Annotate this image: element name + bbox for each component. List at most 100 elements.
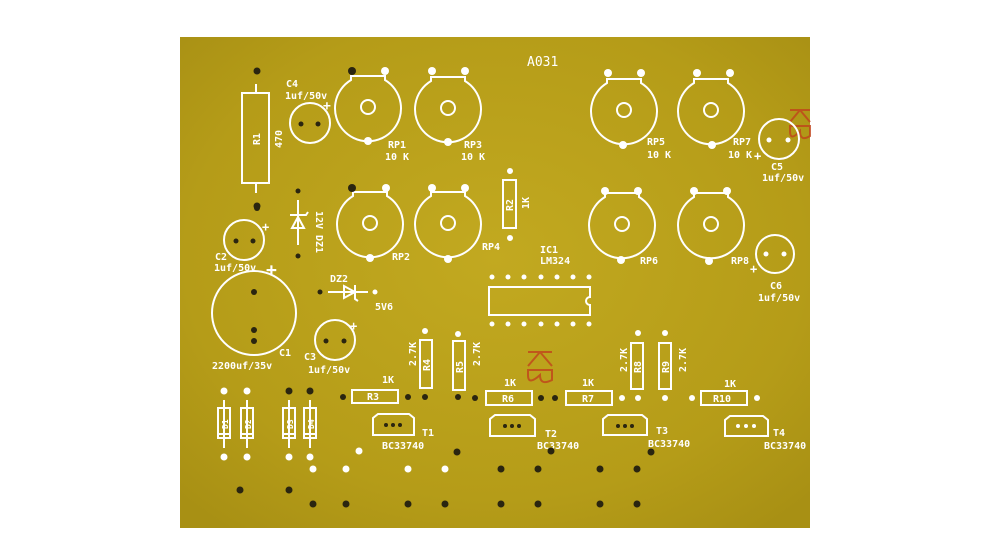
- dz2-zener: DZ2 5V6: [317, 274, 393, 313]
- svg-text:R8: R8: [633, 361, 644, 373]
- svg-text:BC33740: BC33740: [382, 441, 424, 452]
- r5-resistor: R5 2.7K: [452, 331, 483, 400]
- svg-text:T3: T3: [656, 426, 668, 437]
- t3-transistor: T3 BC33740: [602, 414, 690, 450]
- t1-transistor: T1 BC33740: [372, 413, 434, 452]
- svg-text:BC33740: BC33740: [764, 441, 806, 452]
- d1-diode: D1: [217, 387, 231, 461]
- c1-polarity-plus: +: [266, 260, 277, 281]
- svg-text:2200uf/35v: 2200uf/35v: [212, 361, 272, 372]
- svg-text:IC1: IC1: [540, 245, 558, 256]
- d2-diode: D2: [240, 387, 254, 461]
- c2-capacitor: + C2 1uf/50v: [214, 205, 269, 274]
- svg-text:1K: 1K: [521, 197, 532, 209]
- svg-text:1uf/50v: 1uf/50v: [214, 263, 256, 274]
- svg-text:D4: D4: [307, 419, 316, 429]
- svg-text:2.7K: 2.7K: [619, 348, 630, 372]
- svg-text:T2: T2: [545, 429, 557, 440]
- svg-text:C2: C2: [215, 252, 227, 263]
- svg-text:RP4: RP4: [482, 242, 500, 253]
- svg-text:R4: R4: [422, 359, 433, 371]
- svg-text:R3: R3: [367, 392, 379, 403]
- svg-text:1K: 1K: [382, 375, 394, 386]
- svg-text:R2: R2: [505, 199, 516, 211]
- svg-text:DZ1: DZ1: [313, 235, 324, 253]
- svg-text:R7: R7: [582, 394, 594, 405]
- svg-text:2.7K: 2.7K: [678, 348, 689, 372]
- svg-text:DZ2: DZ2: [330, 274, 348, 285]
- svg-text:1K: 1K: [582, 378, 594, 389]
- svg-text:2.7K: 2.7K: [472, 342, 483, 366]
- t4-transistor: T4 BC33740: [724, 415, 806, 452]
- r4-resistor: R4 2.7K: [408, 328, 433, 400]
- rp1-potentiometer: RP1 10 K: [334, 67, 409, 163]
- d4-diode: D4: [303, 387, 317, 461]
- r7-resistor: R7 1K: [552, 378, 625, 406]
- svg-text:1uf/50v: 1uf/50v: [308, 365, 350, 376]
- c3-capacitor: + C3 1uf/50v: [304, 319, 357, 376]
- svg-text:10 K: 10 K: [461, 152, 485, 163]
- pcb-board: [180, 37, 810, 528]
- svg-text:C6: C6: [770, 281, 782, 292]
- svg-text:+: +: [754, 149, 761, 163]
- svg-text:+: +: [323, 99, 331, 114]
- svg-text:1uf/50v: 1uf/50v: [762, 173, 804, 184]
- svg-text:D1: D1: [221, 419, 230, 429]
- svg-text:R6: R6: [502, 394, 514, 405]
- rp5-potentiometer: RP5 10 K: [590, 69, 671, 161]
- svg-text:1uf/50v: 1uf/50v: [758, 293, 800, 304]
- c6-capacitor: + C6 1uf/50v: [750, 234, 800, 304]
- svg-text:470: 470: [274, 130, 285, 148]
- c1-capacitor: C1 2200uf/35v: [211, 270, 297, 372]
- svg-text:RP7: RP7: [733, 137, 751, 148]
- svg-text:+: +: [262, 220, 269, 234]
- r10-resistor: R10 1K: [689, 379, 760, 406]
- svg-text:RP3: RP3: [464, 140, 482, 151]
- rp3-potentiometer: RP3 10 K: [414, 67, 485, 163]
- svg-text:RP1: RP1: [388, 140, 406, 151]
- svg-text:T4: T4: [773, 428, 785, 439]
- svg-text:C5: C5: [771, 162, 783, 173]
- rp2-potentiometer: RP2: [336, 184, 410, 263]
- r8-resistor: R8 2.7K: [619, 330, 644, 401]
- svg-text:1K: 1K: [504, 378, 516, 389]
- r2-resistor: R2 1K: [502, 168, 532, 241]
- svg-text:R5: R5: [455, 361, 466, 373]
- svg-text:RP8: RP8: [731, 256, 749, 267]
- svg-text:C1: C1: [279, 348, 291, 359]
- r3-resistor: R3 1K: [340, 375, 411, 404]
- c4-capacitor: C4 1uf/50v +: [285, 79, 331, 144]
- c5-capacitor: + C5 1uf/50v: [754, 118, 804, 184]
- svg-text:LM324: LM324: [540, 256, 570, 267]
- svg-text:C4: C4: [286, 79, 298, 90]
- svg-text:+: +: [750, 262, 757, 276]
- kb-marking: [527, 109, 811, 384]
- r9-resistor: R9 2.7K: [658, 330, 689, 401]
- dz1-zener: 12V DZ1: [290, 188, 324, 259]
- board-title: A031: [527, 55, 558, 70]
- svg-text:1K: 1K: [724, 379, 736, 390]
- svg-text:RP6: RP6: [640, 256, 658, 267]
- svg-text:R10: R10: [713, 394, 731, 405]
- rp7-potentiometer: RP7 10 K: [677, 69, 752, 161]
- svg-text:+: +: [350, 319, 357, 333]
- rp8-potentiometer: RP8: [677, 187, 749, 267]
- d3-diode: D3: [282, 387, 296, 461]
- svg-text:T1: T1: [422, 428, 434, 439]
- svg-text:10 K: 10 K: [385, 152, 409, 163]
- r6-resistor: R6 1K: [472, 378, 544, 406]
- svg-text:5V6: 5V6: [375, 302, 393, 313]
- svg-text:C3: C3: [304, 352, 316, 363]
- svg-text:D3: D3: [286, 419, 295, 429]
- svg-text:12V: 12V: [313, 211, 324, 229]
- t2-transistor: T2 BC33740: [489, 414, 579, 452]
- svg-text:1uf/50v: 1uf/50v: [285, 91, 327, 102]
- svg-text:R9: R9: [661, 361, 672, 373]
- svg-text:10 K: 10 K: [647, 150, 671, 161]
- svg-text:10 K: 10 K: [728, 150, 752, 161]
- ic1-lm324: IC1 LM324: [488, 245, 592, 327]
- svg-text:D2: D2: [244, 419, 253, 429]
- svg-text:R1: R1: [252, 133, 263, 145]
- rp6-potentiometer: RP6: [588, 187, 658, 267]
